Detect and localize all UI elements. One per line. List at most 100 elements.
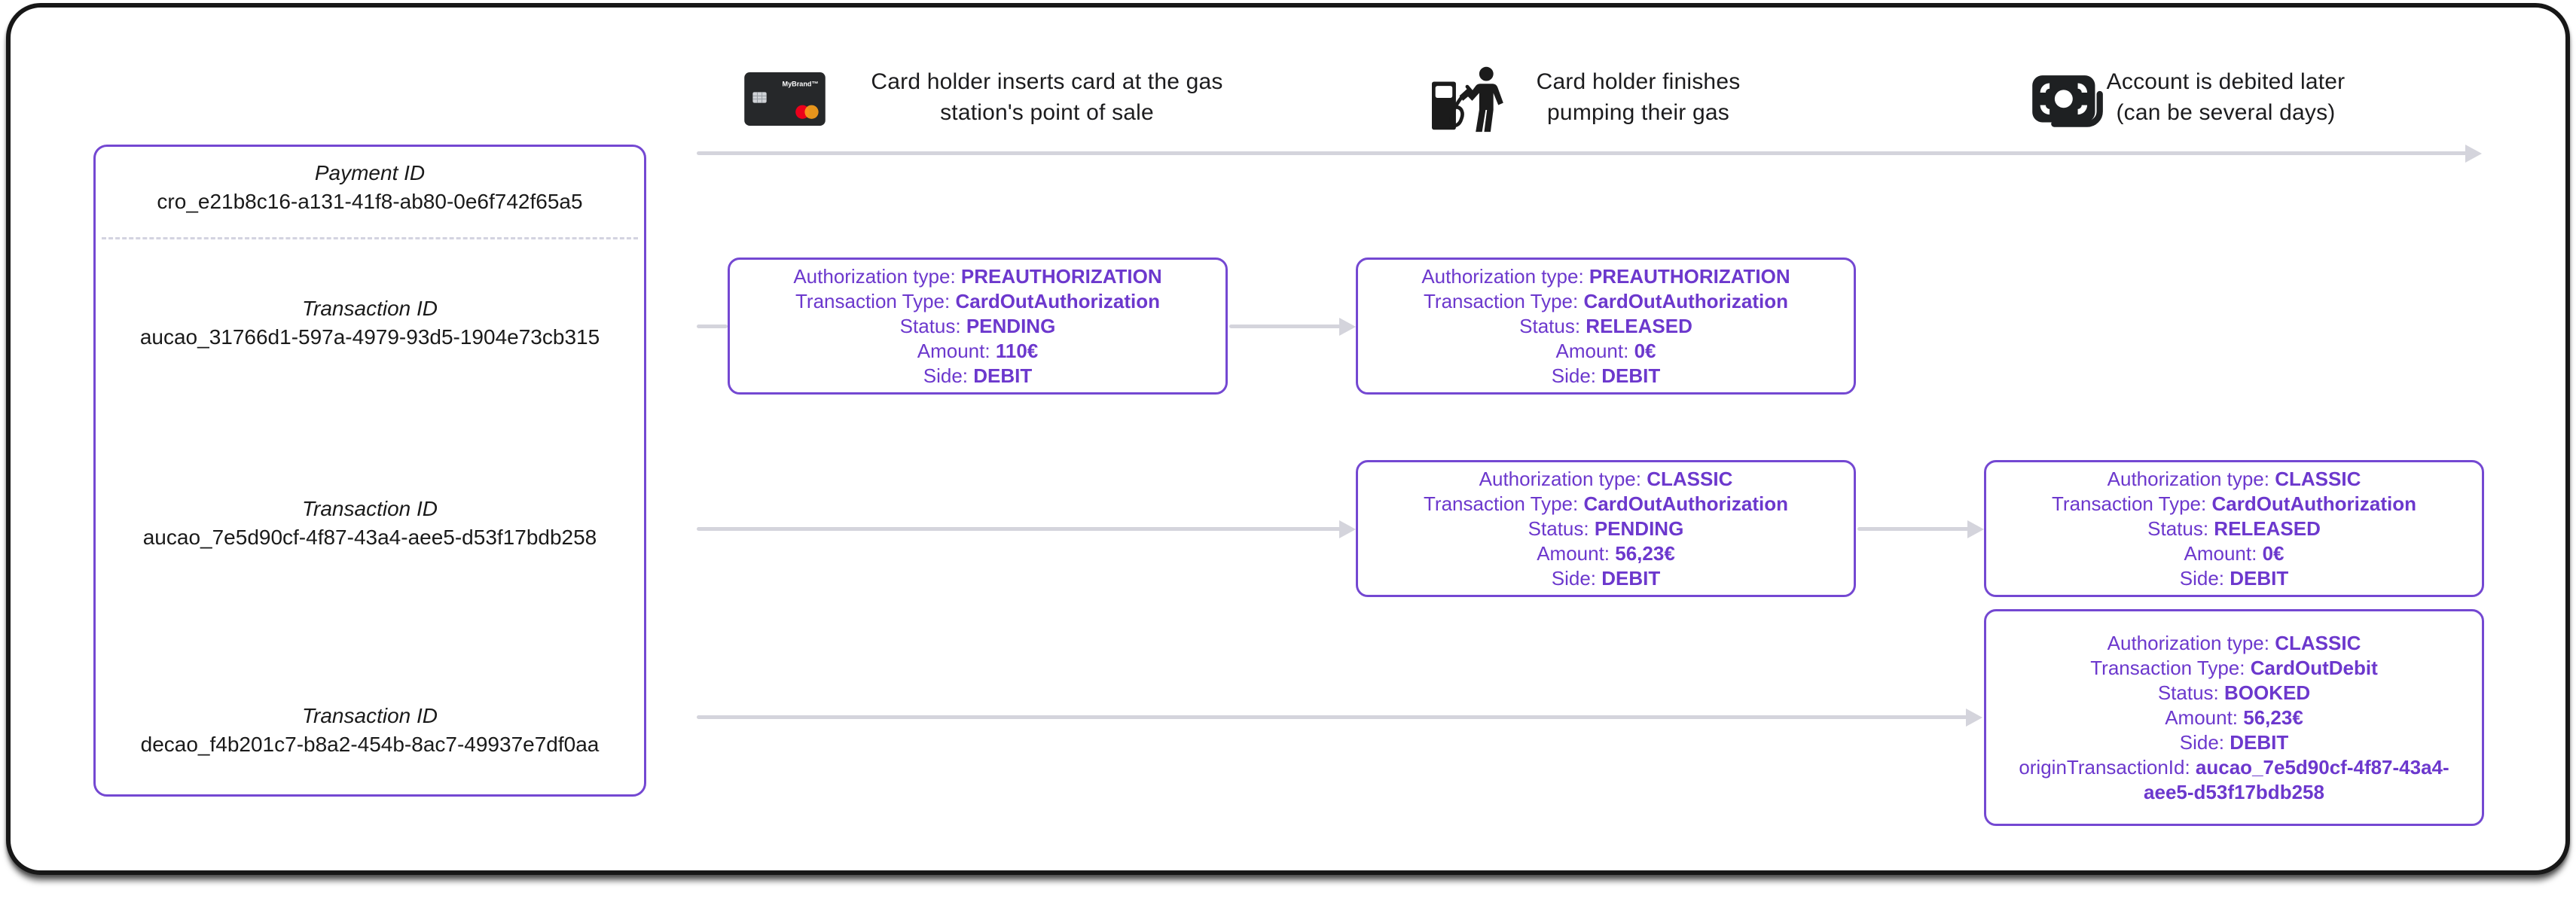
txn-field-label: Status:	[899, 314, 961, 337]
txn-field-label: Authorization type:	[2107, 467, 2269, 490]
transaction-id-value: aucao_31766d1-597a-4979-93d5-1904e73cb31…	[139, 325, 600, 349]
transaction-id-label: Transaction ID	[302, 497, 438, 520]
txn-box-row: Amount: 56,23€	[1373, 541, 1839, 566]
txn-field-value: CardOutDebit	[2250, 656, 2378, 679]
payment-id-value: cro_e21b8c16-a131-41f8-ab80-0e6f742f65a5	[157, 190, 583, 213]
txn-box-row: Amount: 0€	[2001, 541, 2467, 566]
txn-field-value: CLASSIC	[2275, 467, 2361, 490]
credit-card-icon: MyBrand™	[744, 72, 826, 126]
txn-field-value: CLASSIC	[2275, 631, 2361, 654]
txn-field-value: DEBIT	[1601, 566, 1661, 590]
connector-box1-to-box2-arrowhead	[1339, 318, 1356, 336]
txn-field-value: 110€	[995, 339, 1039, 362]
txn-field-label: Side:	[923, 364, 969, 387]
txn-field-label: Authorization type:	[793, 264, 956, 288]
txn-field-value: DEBIT	[1601, 364, 1661, 387]
txn-box-row: Status: RELEASED	[1373, 314, 1839, 339]
txn-field-label: Status:	[2147, 517, 2209, 540]
dashed-divider	[102, 237, 638, 239]
connector-panel-to-box3-arrowhead	[1339, 520, 1356, 538]
txn-field-label: Amount:	[1555, 339, 1629, 362]
txn-field-value: PREAUTHORIZATION	[1589, 264, 1790, 288]
gas-pump-icon	[1432, 66, 1503, 133]
txn-box-row: Status: BOOKED	[2001, 681, 2467, 705]
txn-box-row: Authorization type: CLASSIC	[2001, 631, 2467, 656]
txn-field-value: RELEASED	[2214, 517, 2321, 540]
transaction-id-block: Transaction ID aucao_31766d1-597a-4979-9…	[96, 294, 644, 351]
txn-field-label: Transaction Type:	[2052, 492, 2207, 515]
txn-field-label: Amount:	[2184, 541, 2257, 565]
connector-box3-to-box4	[1857, 527, 1969, 531]
txn-field-label: originTransactionId:	[2019, 755, 2190, 779]
txn-box-row: Side: DEBIT	[745, 364, 1210, 389]
transaction-id-block: Transaction ID aucao_7e5d90cf-4f87-43a4-…	[96, 495, 644, 551]
connector-panel-to-box3	[697, 527, 1341, 531]
txn-field-value: PREAUTHORIZATION	[960, 264, 1162, 288]
timeline-arrow-line	[697, 151, 2467, 155]
transaction-id-block: Transaction ID decao_f4b201c7-b8a2-454b-…	[96, 702, 644, 758]
card-brand-label: MyBrand™	[783, 80, 819, 87]
txn-box-row: Status: PENDING	[745, 314, 1210, 339]
txn-field-value: DEBIT	[2230, 730, 2289, 754]
payment-id-label: Payment ID	[314, 161, 426, 184]
txn-box-row: Status: PENDING	[1373, 517, 1839, 541]
txn-box-row: Transaction Type: CardOutAuthorization	[1373, 289, 1839, 314]
transaction-id-list: Transaction ID aucao_31766d1-597a-4979-9…	[96, 147, 644, 794]
txn-box-row: Amount: 56,23€	[2001, 705, 2467, 730]
txn-field-label: Amount:	[2165, 705, 2239, 729]
txn-field-value: RELEASED	[1586, 314, 1692, 337]
txn-field-label: Status:	[1519, 314, 1581, 337]
txn-box-row: Side: DEBIT	[1373, 364, 1839, 389]
txn-box-row: Authorization type: CLASSIC	[1373, 467, 1839, 492]
txn-field-label: Authorization type:	[1479, 467, 1641, 490]
timeline-arrowhead	[2465, 145, 2482, 163]
txn-box-row: Authorization type: PREAUTHORIZATION	[745, 264, 1210, 289]
connector-box3-to-box4-arrowhead	[1967, 520, 1984, 538]
txn-field-value: DEBIT	[2230, 566, 2289, 590]
txn-field-value: PENDING	[966, 314, 1056, 337]
txn-field-value: aucao_7e5d90cf-4f87-43a4-aee5-d53f17bdb2…	[2144, 755, 2449, 803]
transaction-id-value: decao_f4b201c7-b8a2-454b-8ac7-49937e7df0…	[140, 733, 600, 756]
txn-box-row: Authorization type: CLASSIC	[2001, 467, 2467, 492]
txn-field-value: CardOutAuthorization	[2211, 492, 2416, 515]
txn-box-row: Amount: 0€	[1373, 339, 1839, 364]
txn-field-value: CardOutAuthorization	[955, 289, 1160, 312]
txn-field-value: CardOutAuthorization	[1583, 289, 1788, 312]
txn-field-label: Authorization type:	[2107, 631, 2269, 654]
txn-field-label: Side:	[1551, 566, 1597, 590]
txn-field-label: Transaction Type:	[795, 289, 951, 312]
connector-box1-to-box2	[1229, 325, 1341, 328]
txn-box-row: Status: RELEASED	[2001, 517, 2467, 541]
txn-box-row: Side: DEBIT	[1373, 566, 1839, 591]
txn-field-value: DEBIT	[973, 364, 1033, 387]
txn-box-row: Authorization type: PREAUTHORIZATION	[1373, 264, 1839, 289]
connector-panel-to-box1	[697, 325, 728, 328]
step-caption-account-debited: Account is debited later (can be several…	[2106, 69, 2346, 125]
payment-panel: Payment ID cro_e21b8c16-a131-41f8-ab80-0…	[93, 145, 646, 797]
txn-box-row: Side: DEBIT	[2001, 566, 2467, 591]
txn-field-label: Transaction Type:	[1424, 492, 1579, 515]
step-caption-insert-card: Card holder inserts card at the gas stat…	[871, 69, 1223, 125]
txn-box-row: originTransactionId: aucao_7e5d90cf-4f87…	[2001, 755, 2467, 805]
step-caption-pump-gas: Card holder finishes pumping their gas	[1536, 69, 1741, 125]
transaction-id-label: Transaction ID	[302, 297, 438, 320]
txn-field-label: Status:	[1528, 517, 1589, 540]
transaction-id-label: Transaction ID	[302, 704, 438, 727]
txn-box-row: Transaction Type: CardOutAuthorization	[745, 289, 1210, 314]
txn-field-label: Side:	[2179, 730, 2225, 754]
txn-field-label: Transaction Type:	[2090, 656, 2245, 679]
txn-box-row: Transaction Type: CardOutDebit	[2001, 656, 2467, 681]
txn-field-label: Transaction Type:	[1424, 289, 1579, 312]
banknote-icon	[2032, 75, 2103, 127]
txn-field-label: Amount:	[1537, 541, 1610, 565]
txn-field-value: 0€	[1634, 339, 1656, 362]
txn-field-label: Amount:	[917, 339, 990, 362]
txn-field-label: Side:	[1551, 364, 1597, 387]
txn-field-label: Authorization type:	[1421, 264, 1584, 288]
payment-id-block: Payment ID cro_e21b8c16-a131-41f8-ab80-0…	[96, 147, 644, 215]
connector-panel-to-box5	[697, 715, 1967, 719]
